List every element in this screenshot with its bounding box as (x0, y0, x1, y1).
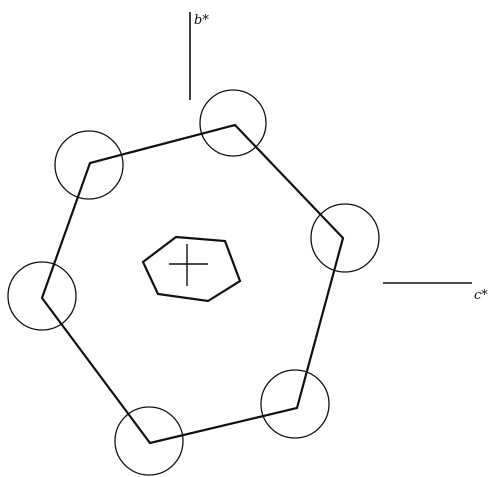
center-cross-marker (169, 244, 208, 286)
atom-circle (260, 369, 330, 439)
atom-circles (7, 89, 380, 476)
atom-circle (310, 203, 380, 273)
outer-ring-polygon (40, 123, 345, 445)
atom-circle (114, 406, 184, 476)
atom-circle (54, 130, 124, 200)
atom-circle (7, 261, 77, 331)
atom-circle (199, 89, 267, 157)
b-axis-label: b* (194, 13, 209, 28)
c-axis-label: c* (474, 288, 488, 303)
inner-ring-polygon (141, 235, 242, 303)
